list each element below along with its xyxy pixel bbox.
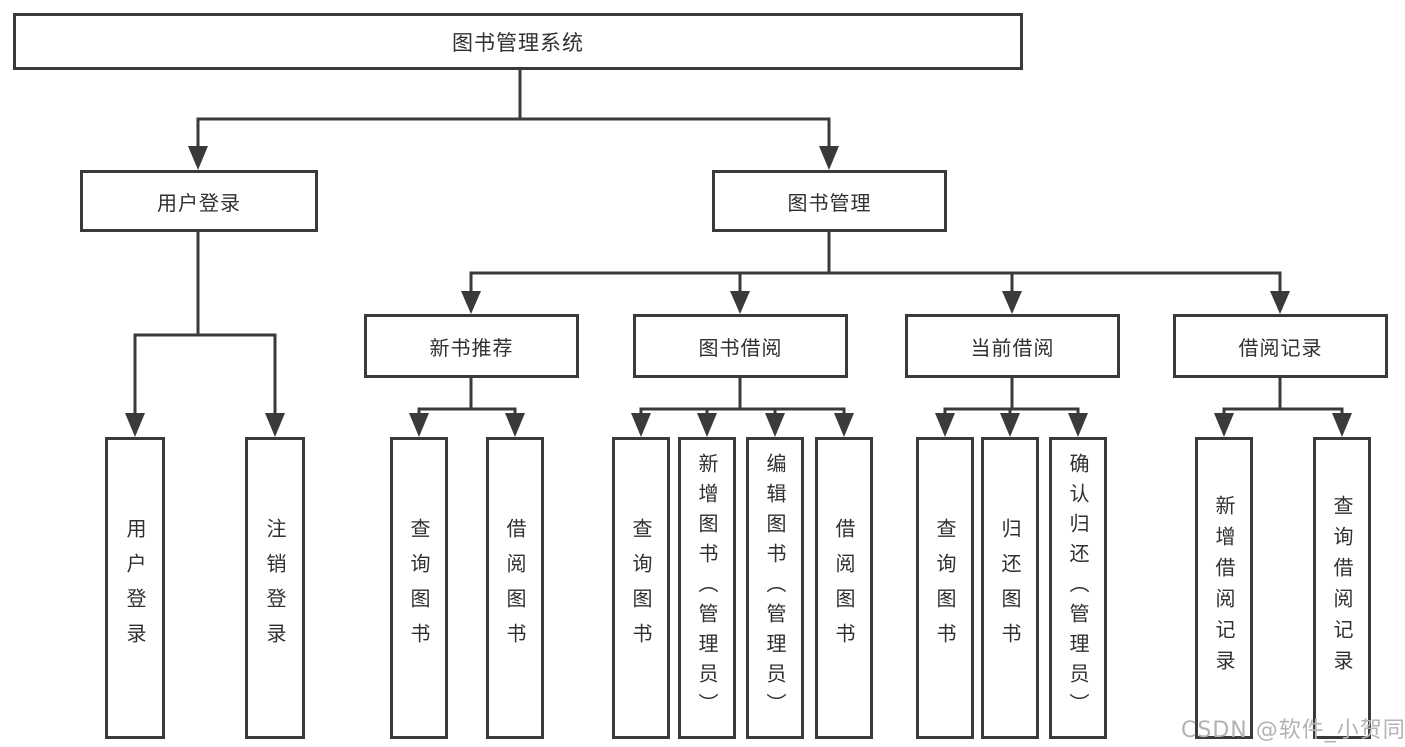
leaf-confirm-return-admin: 确认归还（管理员）	[1049, 437, 1107, 739]
node-label: 新增图书（管理员）	[695, 453, 719, 723]
leaf-recommend-query-book: 查询图书	[390, 437, 448, 739]
leaf-edit-book-admin: 编辑图书（管理员）	[746, 437, 804, 739]
leaf-return-book: 归还图书	[981, 437, 1039, 739]
node-user-login: 用户登录	[80, 170, 318, 232]
leaf-user-login: 用户登录	[105, 437, 165, 739]
node-label: 新增借阅记录	[1212, 495, 1236, 681]
node-borrow-records: 借阅记录	[1173, 314, 1388, 378]
node-library-system: 图书管理系统	[13, 13, 1023, 70]
node-label: 借阅图书	[832, 518, 856, 658]
node-label: 图书管理系统	[452, 30, 584, 55]
leaf-add-borrow-record: 新增借阅记录	[1195, 437, 1253, 739]
node-label: 归还图书	[998, 518, 1022, 658]
node-label: 用户登录	[123, 518, 147, 658]
node-label: 借阅记录	[1238, 335, 1323, 360]
node-book-management: 图书管理	[712, 170, 947, 232]
node-label: 查询图书	[629, 518, 653, 658]
node-label: 用户登录	[157, 190, 241, 215]
node-label: 编辑图书（管理员）	[763, 453, 787, 723]
node-current-borrow: 当前借阅	[905, 314, 1120, 378]
node-label: 查询图书	[407, 518, 431, 658]
node-label: 图书管理	[787, 190, 872, 215]
node-label: 查询借阅记录	[1330, 495, 1354, 681]
leaf-add-book-admin: 新增图书（管理员）	[678, 437, 736, 739]
leaf-borrow-query-book: 查询图书	[612, 437, 670, 739]
leaf-current-query-book: 查询图书	[916, 437, 974, 739]
watermark: CSDN @软件_小贺同学	[1181, 718, 1405, 743]
node-label: 新书推荐	[429, 335, 514, 360]
arrowheads	[125, 146, 1352, 437]
leaf-query-borrow-record: 查询借阅记录	[1313, 437, 1371, 739]
node-label: 当前借阅	[970, 335, 1055, 360]
node-label: 注销登录	[263, 518, 287, 658]
node-label: 查询图书	[933, 518, 957, 658]
leaf-borrow-book: 借阅图书	[815, 437, 873, 739]
leaf-recommend-borrow-book: 借阅图书	[486, 437, 544, 739]
node-label: 图书借阅	[698, 335, 783, 360]
node-book-borrow: 图书借阅	[633, 314, 848, 378]
leaf-logout: 注销登录	[245, 437, 305, 739]
node-new-book-recommend: 新书推荐	[364, 314, 579, 378]
node-label: 借阅图书	[503, 518, 527, 658]
node-label: 确认归还（管理员）	[1066, 453, 1090, 723]
